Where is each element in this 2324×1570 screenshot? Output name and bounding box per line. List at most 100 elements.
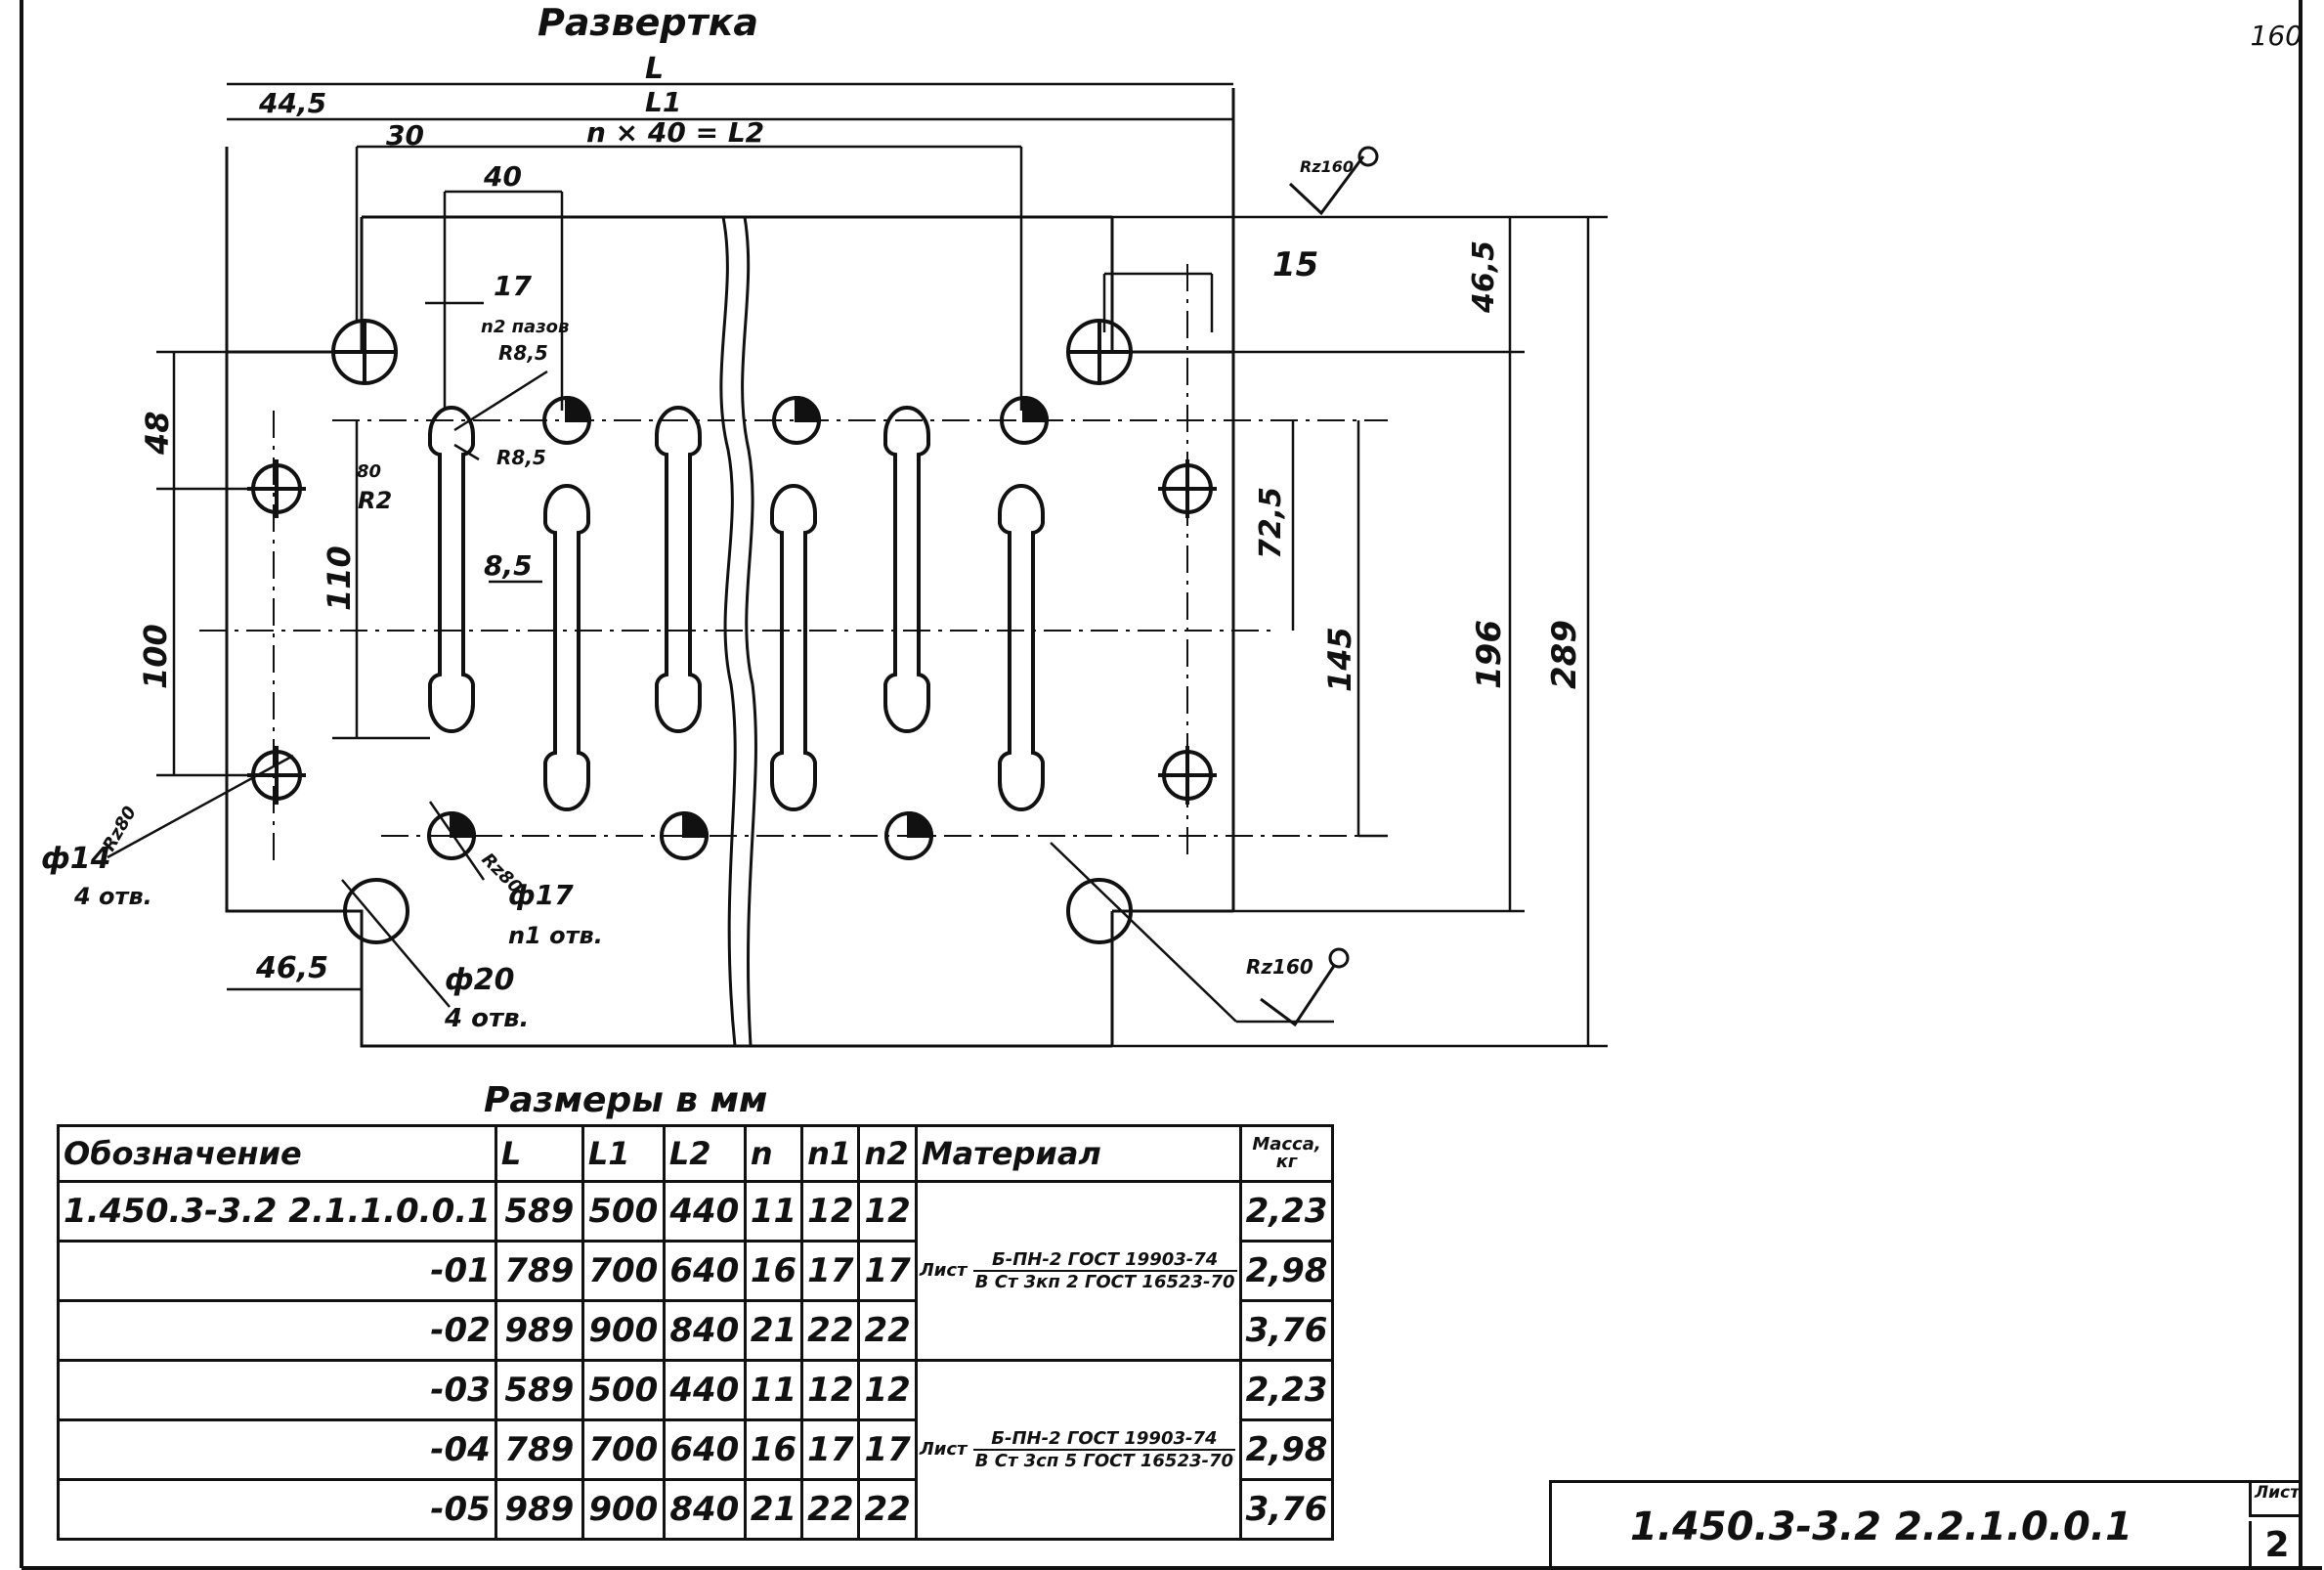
hole-20-count: 4 отв. bbox=[444, 1004, 529, 1033]
dim-46-5-right: 46,5 bbox=[1467, 240, 1501, 314]
border-frame bbox=[20, 0, 2322, 1570]
row-n1: 12 bbox=[800, 1180, 861, 1243]
roughness-160-top: Rz160 bbox=[1300, 157, 1354, 176]
row-mass: 3,76 bbox=[1238, 1299, 1335, 1362]
radius-2: R2 bbox=[358, 487, 392, 514]
row-L: 589 bbox=[494, 1180, 584, 1243]
row-mass: 2,98 bbox=[1238, 1240, 1335, 1302]
row-n2: 22 bbox=[857, 1299, 918, 1362]
row-designation: -05 bbox=[57, 1478, 497, 1541]
row-L2: 840 bbox=[662, 1299, 747, 1362]
header-L1: L1 bbox=[581, 1124, 666, 1183]
row-L1: 900 bbox=[581, 1299, 666, 1362]
slots bbox=[428, 406, 1045, 811]
dim-17: 17 bbox=[494, 270, 532, 302]
row-L: 789 bbox=[494, 1418, 584, 1481]
dimension-lines bbox=[107, 82, 1608, 1048]
row-L2: 440 bbox=[662, 1180, 747, 1243]
dim-110: 110 bbox=[321, 545, 358, 611]
row-n: 16 bbox=[743, 1418, 804, 1481]
dim-15: 15 bbox=[1272, 245, 1318, 284]
row-L: 989 bbox=[494, 1299, 584, 1362]
dim-48: 48 bbox=[139, 411, 176, 456]
material-cell-2: Лист Б-ПН-2 ГОСТ 19903-74 В Ст 3сп 5 ГОС… bbox=[914, 1359, 1242, 1541]
hole-17-label: ф17 bbox=[508, 879, 574, 911]
row-n1: 17 bbox=[800, 1240, 861, 1302]
dim-40: 40 bbox=[483, 160, 522, 193]
material-cell-1: Лист Б-ПН-2 ГОСТ 19903-74 В Ст 3кп 2 ГОС… bbox=[914, 1180, 1242, 1362]
row-designation: -02 bbox=[57, 1299, 497, 1362]
dim-44-5: 44,5 bbox=[258, 87, 326, 119]
header-n1: n1 bbox=[800, 1124, 861, 1183]
table-row: 1.450.3-3.2 2.1.1.0.0.1 589 500 440 11 1… bbox=[57, 1180, 1335, 1362]
roughness-80-b: Rz80 bbox=[477, 850, 526, 898]
table-row: -04 789 700 640 16 17 17 2,98 bbox=[57, 1418, 1335, 1481]
row-mass: 3,76 bbox=[1238, 1478, 1335, 1541]
sheet-number: 2 bbox=[2249, 1521, 2302, 1570]
row-n: 11 bbox=[743, 1180, 804, 1243]
dim-196: 196 bbox=[1470, 620, 1509, 689]
material-top-1: Б-ПН-2 ГОСТ 19903-74 bbox=[972, 1249, 1237, 1272]
row-n: 16 bbox=[743, 1240, 804, 1302]
row-n2: 17 bbox=[857, 1240, 918, 1302]
header-n: n bbox=[743, 1124, 804, 1183]
hole-14-label: ф14 bbox=[41, 842, 111, 876]
dim-72-5: 72,5 bbox=[1254, 487, 1288, 559]
row-L1: 900 bbox=[581, 1478, 666, 1541]
dim-30: 30 bbox=[386, 119, 424, 152]
dimension-labels: L L1 n × 40 = L2 44,5 30 40 17 n2 пазов … bbox=[41, 52, 1584, 1033]
table-row: -01 789 700 640 16 17 17 2,98 bbox=[57, 1240, 1335, 1302]
dim-L: L bbox=[645, 52, 664, 86]
material-fraction-1: Б-ПН-2 ГОСТ 19903-74 В Ст 3кп 2 ГОСТ 165… bbox=[972, 1249, 1237, 1292]
header-L: L bbox=[494, 1124, 584, 1183]
table-row: -02 989 900 840 21 22 22 3,76 bbox=[57, 1299, 1335, 1362]
row-L1: 500 bbox=[581, 1180, 666, 1243]
row-n: 21 bbox=[743, 1299, 804, 1362]
part-outline bbox=[225, 88, 1235, 1048]
row-n1: 17 bbox=[800, 1418, 861, 1481]
mount-holes bbox=[331, 319, 1133, 944]
dim-8-5: 8,5 bbox=[484, 549, 533, 582]
roughness-80-a: Rz80 bbox=[99, 803, 141, 854]
row-n1: 12 bbox=[800, 1359, 861, 1421]
material-prefix-2: Лист bbox=[919, 1439, 968, 1460]
row-mass: 2,23 bbox=[1238, 1180, 1335, 1243]
row-L1: 700 bbox=[581, 1240, 666, 1302]
row-n2: 17 bbox=[857, 1418, 918, 1481]
row-designation: 1.450.3-3.2 2.1.1.0.0.1 bbox=[57, 1180, 497, 1243]
row-n: 11 bbox=[743, 1359, 804, 1421]
row-mass: 2,23 bbox=[1238, 1359, 1335, 1421]
row-L: 989 bbox=[494, 1478, 584, 1541]
row-n1: 22 bbox=[800, 1299, 861, 1362]
sheet-label: Лист bbox=[2249, 1483, 2302, 1517]
document-code: 1.450.3-3.2 2.2.1.0.0.1 bbox=[1630, 1505, 2132, 1549]
row-L1: 500 bbox=[581, 1359, 666, 1421]
row-L2: 640 bbox=[662, 1240, 747, 1302]
row-mass: 2,98 bbox=[1238, 1418, 1335, 1481]
row-L2: 840 bbox=[662, 1478, 747, 1541]
row-L: 589 bbox=[494, 1359, 584, 1421]
row-L: 789 bbox=[494, 1240, 584, 1302]
dimensions-table: Обозначение L L1 L2 n n1 n2 Материал Мас… bbox=[57, 1124, 1335, 1541]
row-L2: 440 bbox=[662, 1359, 747, 1421]
page-number: 160 bbox=[2250, 20, 2302, 52]
dim-L2-formula: n × 40 = L2 bbox=[586, 116, 764, 149]
header-designation: Обозначение bbox=[57, 1124, 497, 1183]
dim-100: 100 bbox=[137, 624, 174, 689]
material-fraction-2: Б-ПН-2 ГОСТ 19903-74 В Ст 3сп 5 ГОСТ 165… bbox=[972, 1428, 1236, 1471]
hole-20-label: ф20 bbox=[445, 963, 515, 997]
header-material: Материал bbox=[914, 1124, 1242, 1183]
centerlines bbox=[199, 264, 1388, 860]
table-row: -03 589 500 440 11 12 12 Лист Б-ПН-2 ГОС… bbox=[57, 1359, 1335, 1541]
dim-289: 289 bbox=[1545, 620, 1584, 689]
material-prefix-1: Лист bbox=[919, 1260, 968, 1281]
row-L1: 700 bbox=[581, 1418, 666, 1481]
title-block: 1.450.3-3.2 2.2.1.0.0.1 Лист 2 bbox=[1549, 1480, 2302, 1570]
table-row: -05 989 900 840 21 22 22 3,76 bbox=[57, 1478, 1335, 1541]
roughness-160-bottom: Rz160 bbox=[1246, 955, 1313, 979]
header-n2: n2 bbox=[857, 1124, 918, 1183]
row-designation: -01 bbox=[57, 1240, 497, 1302]
header-mass: Масса, кг bbox=[1238, 1124, 1335, 1183]
dim-80: 80 bbox=[357, 461, 381, 482]
